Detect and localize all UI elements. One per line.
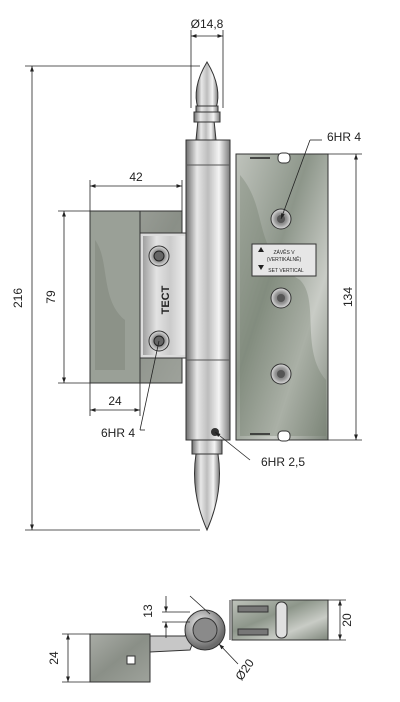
side-view (89, 599, 329, 683)
dim-plate-height: 134 (341, 287, 355, 307)
label-line3: SET VERTICAL (268, 268, 304, 274)
dim-side-height: 13 (141, 604, 155, 618)
dim-leaf-width: 42 (129, 170, 143, 184)
dim-screw-left: 6HR 4 (101, 426, 135, 440)
dim-overall-height: 216 (11, 288, 25, 308)
set-vertical-label: ZÁVĚS V (VERTIKÁLNĚ) SET VERTICAL (251, 243, 317, 277)
dim-pin-diameter: Ø14,8 (191, 17, 224, 31)
dim-screw-right: 6HR 4 (327, 130, 361, 144)
label-line1: ZÁVĚS V (273, 248, 295, 256)
left-hole-top (148, 245, 170, 267)
hinge-pin (185, 61, 231, 532)
right-hole-bottom (270, 363, 292, 385)
right-hole-middle (270, 287, 292, 309)
label-line2: (VERTIKÁLNĚ) (267, 255, 302, 263)
dim-knuckle-diameter: Ø20 (232, 656, 257, 683)
dim-set-screw: 6HR 2,5 (261, 455, 305, 469)
dim-side-width: 20 (340, 613, 354, 627)
logo-text: TECT (160, 285, 172, 314)
dim-leaf-height: 79 (44, 290, 58, 304)
dim-leaf-offset: 24 (108, 394, 122, 408)
dim-bottom-height: 24 (47, 651, 61, 665)
